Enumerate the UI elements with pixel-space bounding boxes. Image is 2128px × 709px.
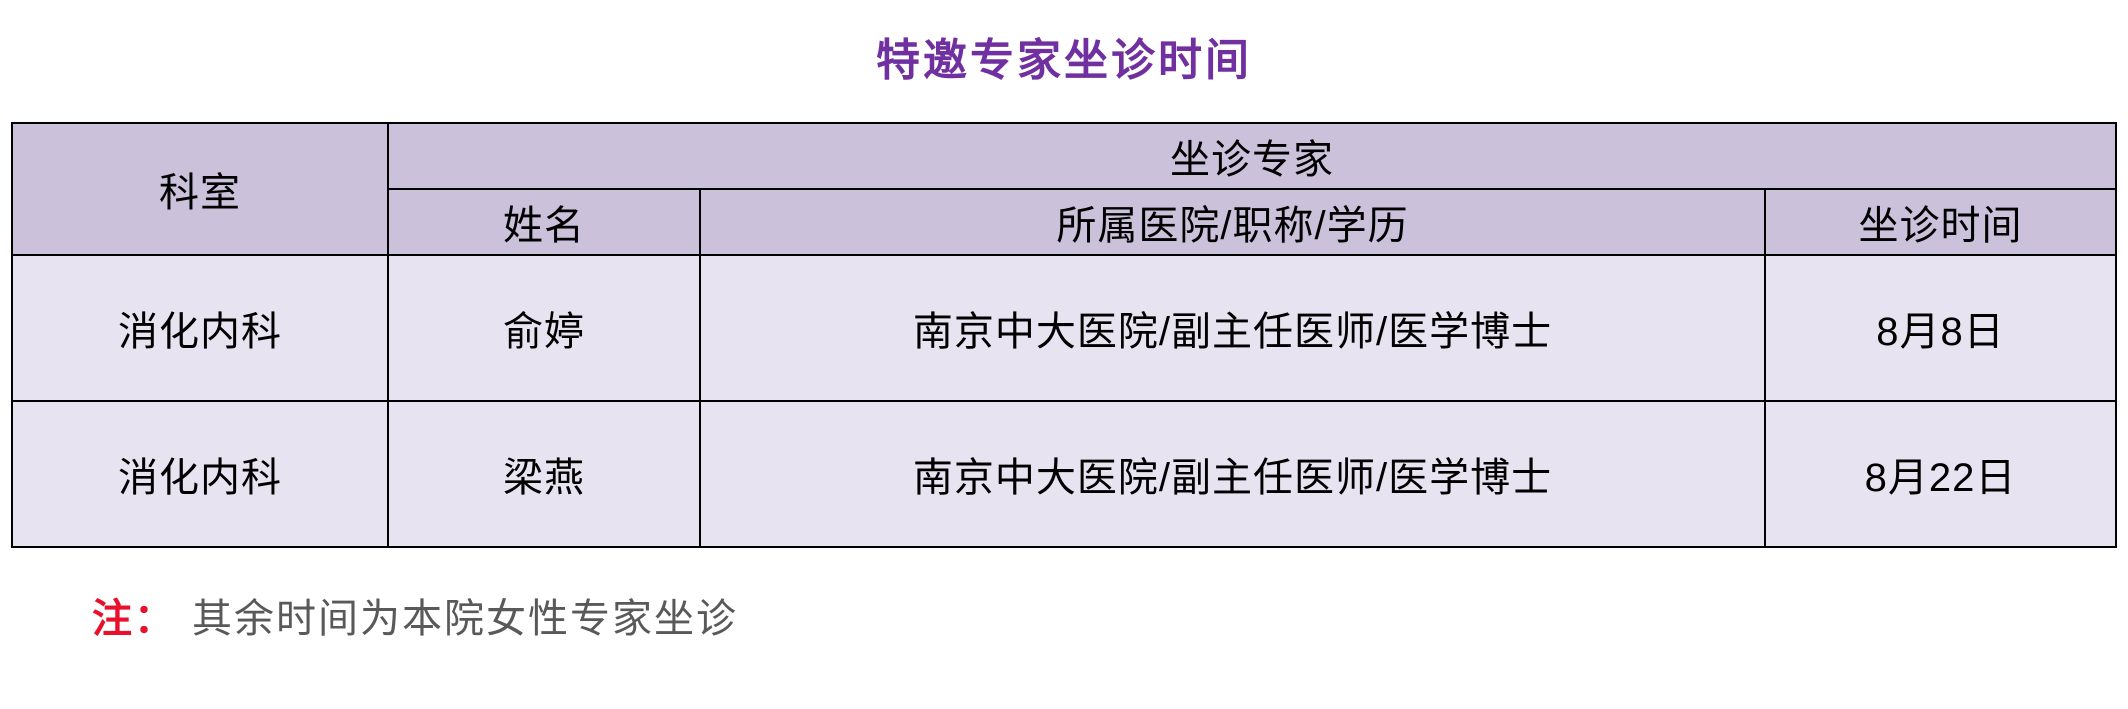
cell-hospital-title-degree: 南京中大医院/副主任医师/医学博士 <box>698 400 1766 548</box>
footnote-label: 注： <box>92 597 176 641</box>
cell-time: 8月8日 <box>1763 254 2118 402</box>
table-row: 消化内科 俞婷 南京中大医院/副主任医师/医学博士 8月8日 <box>10 254 2118 402</box>
table-row: 消化内科 梁燕 南京中大医院/副主任医师/医学博士 8月22日 <box>10 400 2118 548</box>
header-time: 坐诊时间 <box>1763 188 2118 256</box>
footnote-text: 其余时间为本院女性专家坐诊 <box>192 597 738 641</box>
cell-hospital-title-degree: 南京中大医院/副主任医师/医学博士 <box>698 254 1766 402</box>
header-row-top: 科室 坐诊专家 <box>10 122 2118 256</box>
page-title: 特邀专家坐诊时间 <box>876 36 1252 85</box>
cell-department: 消化内科 <box>10 400 389 548</box>
cell-name: 俞婷 <box>386 254 701 402</box>
schedule-table: 科室 坐诊专家 姓名 所属医院/职称/学历 坐诊时间 消化内科 俞婷 南京中大医… <box>10 122 2118 548</box>
cell-time: 8月22日 <box>1763 400 2118 548</box>
header-name: 姓名 <box>386 188 701 256</box>
cell-name: 梁燕 <box>386 400 701 548</box>
header-hospital-title-degree: 所属医院/职称/学历 <box>698 188 1766 256</box>
header-expert-group: 坐诊专家 <box>386 122 2118 190</box>
header-row-sub: 姓名 所属医院/职称/学历 坐诊时间 <box>12 188 2118 256</box>
cell-department: 消化内科 <box>10 254 389 402</box>
footnote: 注： 其余时间为本院女性专家坐诊 <box>92 586 2128 644</box>
header-department: 科室 <box>10 122 389 256</box>
